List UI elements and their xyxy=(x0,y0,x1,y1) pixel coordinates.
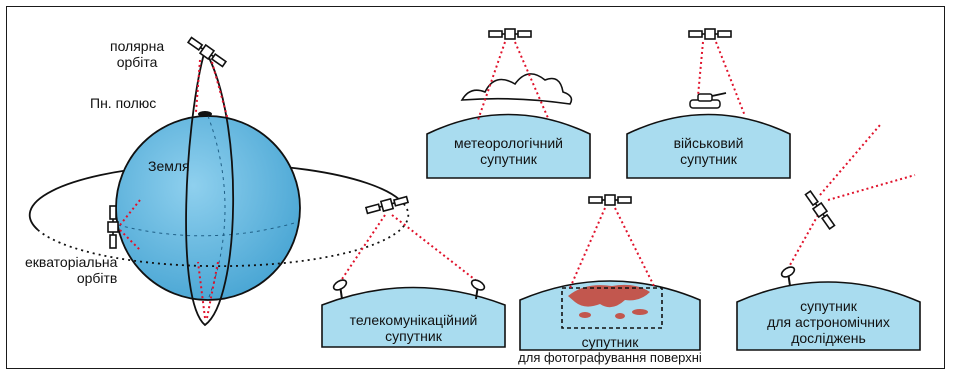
telecom-scene xyxy=(321,193,506,348)
photo-caption: для фотографування поверхні xyxy=(518,350,702,365)
military-label: військовий супутник xyxy=(627,135,790,167)
polar-satellite-icon xyxy=(186,35,228,69)
astronomy-scene xyxy=(736,124,921,351)
telecom-satellite-icon xyxy=(364,193,410,217)
military-ground xyxy=(626,113,791,179)
telecom-ground xyxy=(321,286,506,348)
equatorial-orbit-label-line1: екваторіальна xyxy=(25,254,118,270)
telecom-dish-left-icon xyxy=(330,277,350,300)
telecom-label-line2: супутник xyxy=(385,328,442,344)
meteo-satellite-icon xyxy=(488,28,532,40)
photo-ground xyxy=(519,280,701,351)
photo-label: супутник xyxy=(581,334,639,350)
polar-orbit-label: полярна орбіта xyxy=(110,38,164,70)
astronomy-rays xyxy=(789,124,916,266)
telecom-label: телекомунікаційний супутник xyxy=(322,312,505,344)
astronomy-label-line3: досліджень xyxy=(791,330,866,346)
military-rays xyxy=(697,41,746,117)
astronomy-label-line2: для астрономічних xyxy=(767,314,890,330)
military-label-line2: супутник xyxy=(680,151,737,167)
astronomy-label-line1: супутник xyxy=(800,298,857,314)
earth-equator xyxy=(117,221,299,237)
astronomy-label: супутник для астрономічних досліджень xyxy=(737,298,920,346)
photo-island xyxy=(579,312,591,318)
tank-icon xyxy=(689,92,727,109)
astronomy-ground xyxy=(736,281,921,351)
equatorial-satellite-icon xyxy=(107,205,119,249)
photo-satellite-icon xyxy=(588,194,632,206)
military-label-line1: військовий xyxy=(673,135,744,151)
polar-orbit-label-line1: полярна xyxy=(110,38,165,54)
telecom-rays xyxy=(339,214,479,283)
earth-globe xyxy=(115,115,301,301)
meteorological-scene xyxy=(426,28,591,179)
military-scene xyxy=(626,28,791,179)
equatorial-orbit-label: екваторіальна орбітв xyxy=(25,254,117,286)
photo-frame xyxy=(561,287,663,329)
photo-scene xyxy=(519,194,701,351)
diagram-frame xyxy=(6,6,945,369)
military-satellite-icon xyxy=(688,28,732,40)
photo-island xyxy=(632,309,648,315)
north-pole-marker xyxy=(198,111,212,117)
earth-label: Земля xyxy=(148,158,190,174)
photo-island xyxy=(615,313,625,319)
meteo-rays xyxy=(477,41,549,121)
meteo-ground xyxy=(426,113,591,179)
north-pole-label: Пн. полюс xyxy=(90,95,157,111)
polar-orbit xyxy=(185,49,235,327)
equatorial-orbit-label-line2: орбітв xyxy=(76,270,118,286)
astronomy-dish-icon xyxy=(778,264,798,287)
meteorological-label-line2: супутник xyxy=(480,151,537,167)
earth-meridian xyxy=(207,115,226,301)
astronomy-satellite-icon xyxy=(803,189,837,231)
cloud-icon xyxy=(460,73,573,105)
polar-rays xyxy=(195,59,229,121)
meteorological-label: метеорологічний супутник xyxy=(427,135,590,167)
meteorological-label-line1: метеорологічний xyxy=(453,135,564,151)
polar-orbit-label-line2: орбіта xyxy=(116,54,158,70)
equatorial-rays xyxy=(119,199,141,251)
telecom-label-line1: телекомунікаційний xyxy=(349,312,478,328)
earth-scene xyxy=(28,35,410,327)
photo-rays xyxy=(569,207,656,289)
photo-land xyxy=(568,284,650,308)
